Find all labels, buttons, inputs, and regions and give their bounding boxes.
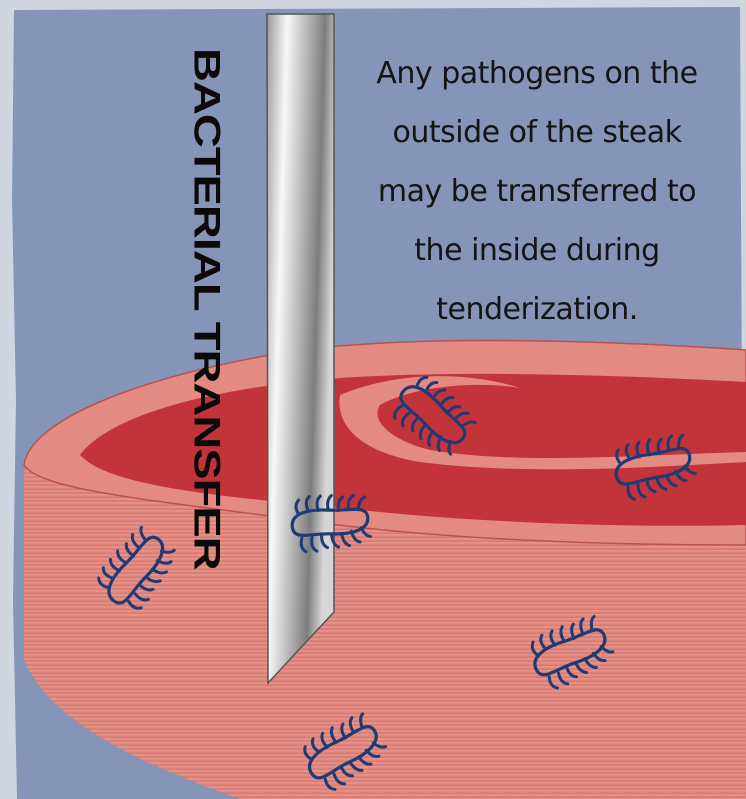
tenderizer-blade [267,14,334,683]
caption-text: Any pathogens on the outside of the stea… [372,44,702,339]
vertical-title: BACTERIAL TRANSFER [182,48,230,548]
